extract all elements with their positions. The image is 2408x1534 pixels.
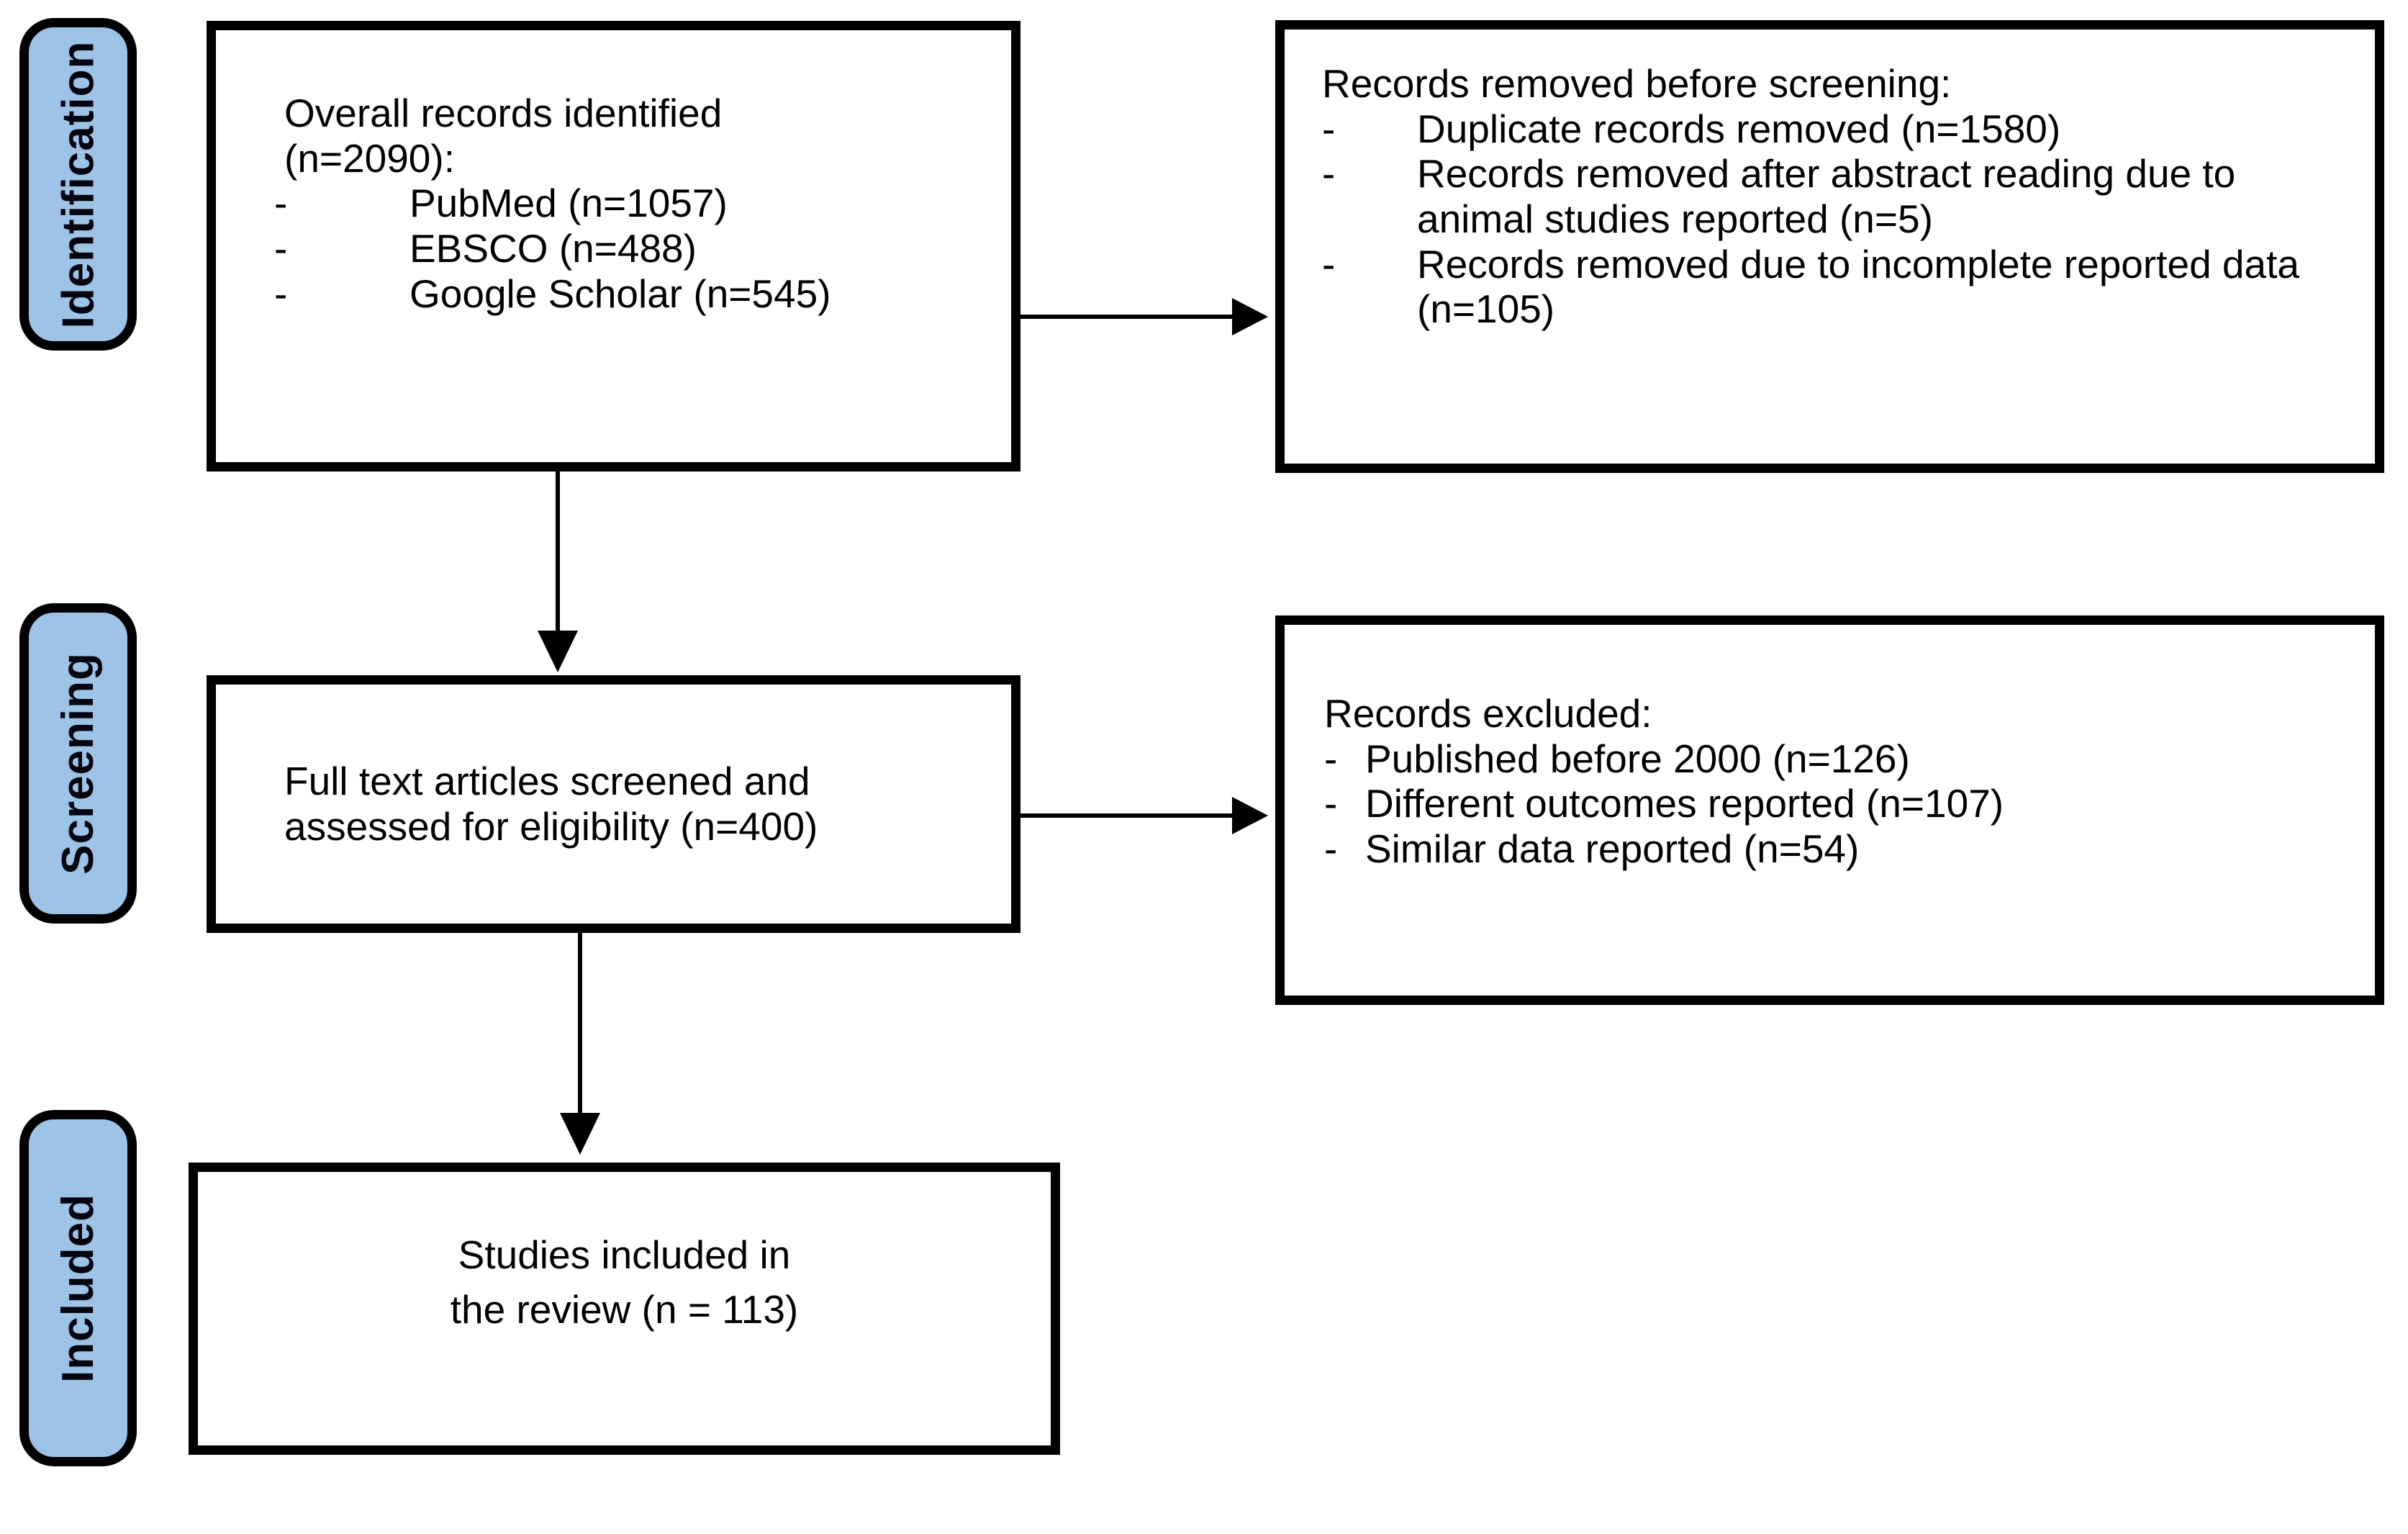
stage-label-identification-text: Identification: [53, 40, 103, 328]
box-records-removed-before-screening: Records removed before screening: Duplic…: [1275, 20, 2384, 473]
stage-label-included-text: Included: [53, 1194, 103, 1383]
excluded-similar-data: Similar data reported (n=54): [1324, 826, 2332, 872]
box-full-text-screened: Full text articles screened and assessed…: [207, 675, 1020, 933]
arrow-identified-to-removed-head-icon: [1232, 298, 1268, 335]
arrow-screened-to-excluded-line: [1020, 813, 1234, 818]
records-identified-title-line-2: (n=2090):: [284, 135, 455, 181]
box-records-identified: Overall records identified (n=2090): Pub…: [207, 21, 1020, 472]
arrow-screened-to-excluded-head-icon: [1232, 797, 1268, 834]
arrow-identified-to-screened-line: [556, 471, 560, 632]
stage-label-included: Included: [19, 1110, 137, 1466]
arrow-identified-to-screened-head-icon: [538, 631, 578, 672]
stage-label-screening-text: Screening: [53, 652, 103, 875]
stage-label-screening: Screening: [19, 603, 137, 924]
excluded-different-outcomes: Different outcomes reported (n=107): [1324, 781, 2332, 826]
arrow-identified-to-removed-line: [1020, 315, 1234, 319]
full-text-screened-line-1: Full text articles screened and: [284, 759, 810, 804]
records-identified-source-list: PubMed (n=1057) EBSCO (n=488) Google Sch…: [274, 181, 982, 317]
records-removed-title: Records removed before screening:: [1322, 61, 1952, 106]
source-pubmed: PubMed (n=1057): [274, 181, 982, 226]
records-removed-reason-list: Duplicate records removed (n=1580) Recor…: [1322, 107, 2332, 332]
excluded-published-before-2000: Published before 2000 (n=126): [1324, 736, 2332, 782]
removed-incomplete-data: Records removed due to incomplete report…: [1322, 242, 2332, 332]
studies-included-line-2: the review (n = 113): [450, 1286, 799, 1332]
box-records-excluded: Records excluded: Published before 2000 …: [1275, 615, 2384, 1005]
source-ebsco: EBSCO (n=488): [274, 226, 982, 271]
full-text-screened-line-2: assessed for eligibility (n=400): [284, 804, 818, 849]
removed-animal-studies: Records removed after abstract reading d…: [1322, 151, 2332, 241]
studies-included-line-1: Studies included in: [458, 1232, 791, 1277]
removed-duplicates: Duplicate records removed (n=1580): [1322, 107, 2332, 152]
arrow-screened-to-included-line: [578, 933, 582, 1114]
records-identified-title-line-1: Overall records identified: [284, 91, 723, 135]
stage-label-identification: Identification: [19, 18, 137, 351]
records-excluded-title: Records excluded:: [1324, 691, 1652, 736]
arrow-screened-to-included-head-icon: [560, 1113, 600, 1155]
records-excluded-reason-list: Published before 2000 (n=126) Different …: [1324, 736, 2332, 872]
box-studies-included: Studies included in the review (n = 113): [189, 1163, 1060, 1455]
source-google-scholar: Google Scholar (n=545): [274, 271, 982, 317]
